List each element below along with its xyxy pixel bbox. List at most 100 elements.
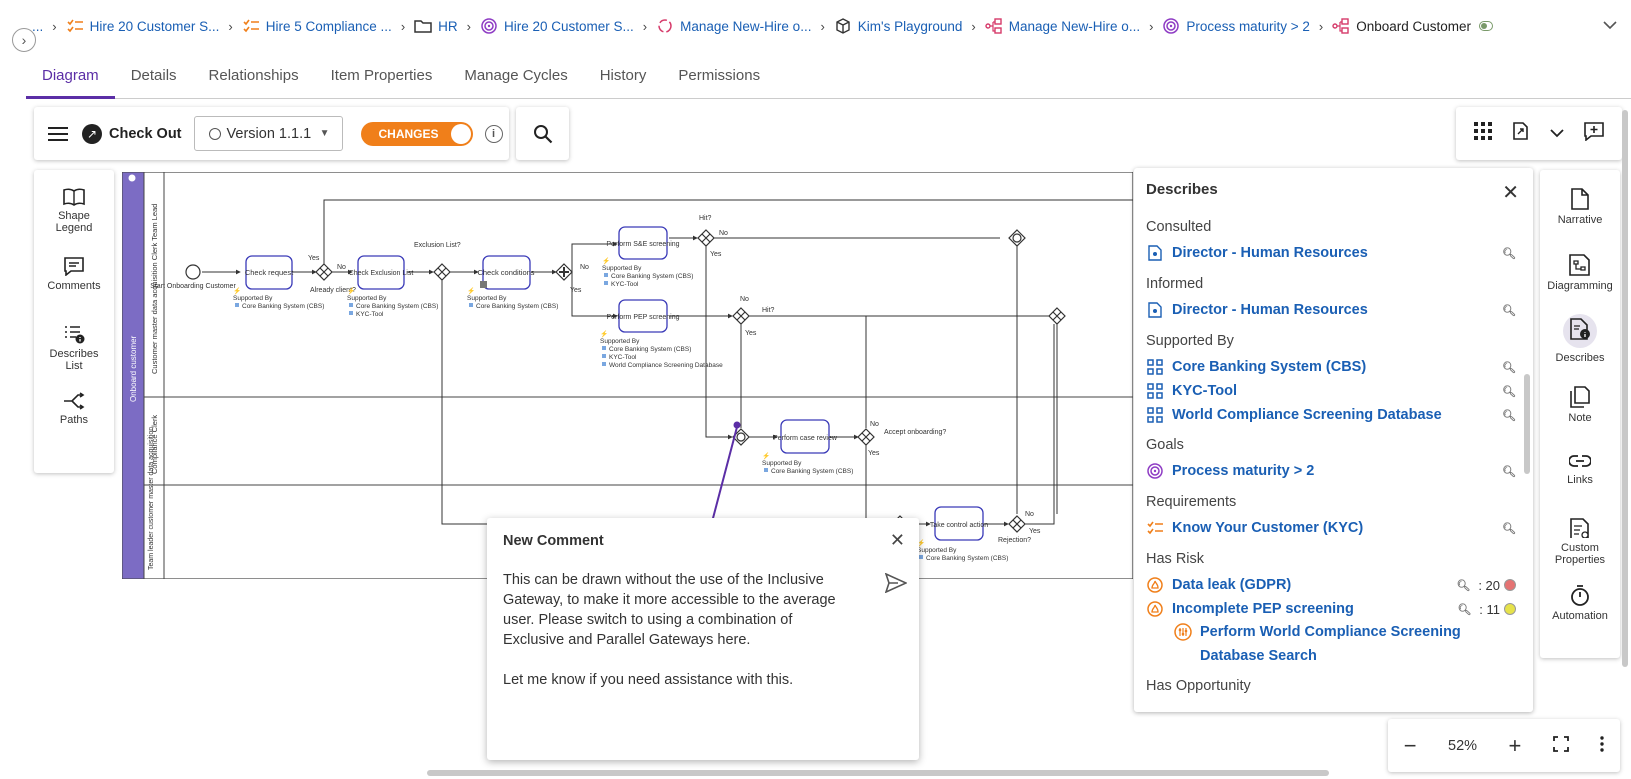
start-event[interactable]	[185, 264, 201, 280]
tab-diagram[interactable]: Diagram	[26, 67, 115, 99]
gateway-x-mark	[1052, 311, 1062, 321]
breadcrumb-item[interactable]: Manage New-Hire o...	[656, 17, 811, 35]
pool-label: Onboard customer	[129, 335, 138, 402]
describes-item[interactable]: Core Banking System (CBS)🔍︎	[1146, 355, 1516, 379]
describes-item[interactable]: Director - Human Resources🔍︎	[1146, 298, 1516, 322]
flow-label: Yes	[745, 330, 757, 337]
version-select[interactable]: Version 1.1.1 ▼	[193, 116, 343, 151]
describes-item[interactable]: Incomplete PEP screening🔍︎: 11	[1146, 597, 1516, 621]
tab-relationships[interactable]: Relationships	[208, 67, 299, 84]
describes-item[interactable]: Perform World Compliance Screening Datab…	[1174, 620, 1474, 668]
shape-legend-button[interactable]: Shape Legend	[34, 170, 114, 238]
more-options-icon[interactable]	[1600, 735, 1604, 756]
search-icon[interactable]: 🔍︎	[1502, 247, 1516, 260]
breadcrumb-item[interactable]: Hire 20 Customer S...	[66, 17, 219, 35]
task-check-exclusion-list[interactable]	[357, 255, 405, 290]
comment-pin[interactable]	[733, 421, 741, 429]
lane-label: Customer master data acquisition Clerk T…	[150, 204, 159, 374]
vertical-scrollbar[interactable]	[1622, 110, 1628, 667]
describes-item[interactable]: Data leak (GDPR)🔍︎: 20	[1146, 573, 1516, 597]
breadcrumb-item[interactable]: Hire 20 Customer S...	[480, 17, 634, 35]
search-icon[interactable]: 🔍︎	[1502, 361, 1516, 374]
search-icon[interactable]: 🔍︎	[1502, 409, 1516, 422]
tab-item-properties[interactable]: Item Properties	[330, 67, 433, 84]
process-diagram[interactable]: Onboard customer Customer master data ac…	[122, 172, 1133, 579]
search-icon[interactable]: 🔍︎	[1502, 465, 1516, 478]
comments-label: Comments	[47, 280, 101, 292]
task-perform-case-review[interactable]	[780, 419, 830, 454]
search-icon[interactable]: 🔍︎	[1502, 522, 1516, 535]
zoom-out-button[interactable]: −	[1403, 732, 1417, 758]
comment-textarea[interactable]: This can be drawn without the use of the…	[503, 572, 836, 688]
search-icon[interactable]: 🔍︎	[1502, 385, 1516, 398]
breadcrumb-item[interactable]: Hire 5 Compliance ...	[242, 17, 392, 35]
note-button[interactable]: Note	[1540, 368, 1620, 434]
tab-permissions[interactable]: Permissions	[678, 67, 761, 84]
comments-button[interactable]: Comments	[34, 238, 114, 306]
search-icon[interactable]: 🔍︎	[1456, 579, 1471, 592]
supported-system: World Compliance Screening Database	[609, 362, 723, 369]
task-perform-se-screening[interactable]	[618, 226, 668, 260]
checkout-arrow-icon[interactable]: ↗	[82, 123, 102, 144]
gateway-label: Rejection?	[998, 537, 1031, 544]
fullscreen-icon[interactable]	[1552, 735, 1569, 756]
paths-label: Paths	[59, 414, 89, 426]
links-button[interactable]: Links	[1540, 434, 1620, 500]
paths-icon	[64, 392, 85, 410]
search-button[interactable]	[516, 107, 569, 160]
close-icon[interactable]: ✕	[889, 530, 905, 550]
task-check-request[interactable]	[245, 255, 293, 290]
application-icon	[602, 354, 606, 358]
breadcrumb-item[interactable]: Process maturity > 2	[1162, 17, 1310, 35]
describes-button[interactable]: Describes	[1540, 302, 1620, 368]
automation-button[interactable]: Automation	[1540, 566, 1620, 632]
paths-button[interactable]: Paths	[34, 374, 114, 442]
describes-list-button[interactable]: Describes List	[34, 306, 114, 374]
describes-item[interactable]: KYC-Tool🔍︎	[1146, 379, 1516, 403]
export-icon[interactable]	[1511, 121, 1531, 146]
send-button[interactable]	[884, 572, 908, 598]
breadcrumb-item[interactable]: HR	[414, 17, 458, 35]
describes-item[interactable]: World Compliance Screening Database🔍︎	[1146, 403, 1516, 427]
supported-by-label: Supported By	[233, 295, 273, 302]
flow-label: Yes	[710, 251, 722, 258]
zoom-in-button[interactable]: +	[1508, 732, 1522, 758]
diagramming-button[interactable]: Diagramming	[1540, 236, 1620, 302]
search-icon[interactable]: 🔍︎	[1502, 304, 1516, 317]
chevron-right-icon: ›	[228, 18, 233, 34]
describes-item[interactable]: Process maturity > 2🔍︎	[1146, 459, 1516, 483]
menu-icon[interactable]	[48, 126, 68, 141]
info-icon[interactable]: i	[484, 124, 503, 143]
tab-details[interactable]: Details	[130, 67, 177, 84]
describes-item[interactable]: Know Your Customer (KYC)🔍︎	[1146, 516, 1516, 540]
close-icon[interactable]: ✕	[1502, 182, 1519, 204]
breadcrumb-item[interactable]: Kim's Playground	[834, 17, 962, 35]
breadcrumb-item-ellipsis[interactable]: ...	[32, 18, 44, 34]
risk-icon	[1146, 576, 1164, 594]
changes-toggle[interactable]: CHANGES	[360, 121, 473, 146]
add-comment-icon[interactable]	[1583, 121, 1605, 146]
chevron-down-icon[interactable]	[1549, 125, 1564, 143]
tab-history[interactable]: History	[599, 67, 647, 84]
gateway-plus-mark	[559, 267, 569, 277]
application-icon	[1146, 358, 1164, 376]
narrative-button[interactable]: Narrative	[1540, 170, 1620, 236]
describes-item[interactable]: Director - Human Resources🔍︎	[1146, 241, 1516, 265]
checkout-button[interactable]: Check Out	[109, 125, 182, 142]
application-icon	[349, 303, 353, 307]
list-info-icon	[65, 326, 85, 344]
custom-properties-button[interactable]: Custom Properties	[1540, 500, 1620, 566]
grid-icon[interactable]	[1473, 122, 1492, 145]
describes-scrollbar[interactable]	[1524, 374, 1530, 474]
search-icon[interactable]: 🔍︎	[1457, 603, 1472, 616]
horizontal-scrollbar[interactable]	[427, 770, 1329, 776]
task-perform-pep-screening[interactable]	[618, 299, 668, 333]
chevron-down-icon[interactable]	[1603, 17, 1617, 35]
task-check-conditions[interactable]	[482, 255, 531, 290]
task-take-control-action[interactable]	[934, 506, 984, 541]
describes-active-indicator	[1563, 314, 1597, 348]
diagramming-label: Diagramming	[1547, 280, 1613, 292]
tab-manage-cycles[interactable]: Manage Cycles	[464, 67, 568, 84]
expand-nav-button[interactable]: ›	[12, 28, 36, 52]
breadcrumb-item[interactable]: Manage New-Hire o...	[985, 17, 1140, 35]
